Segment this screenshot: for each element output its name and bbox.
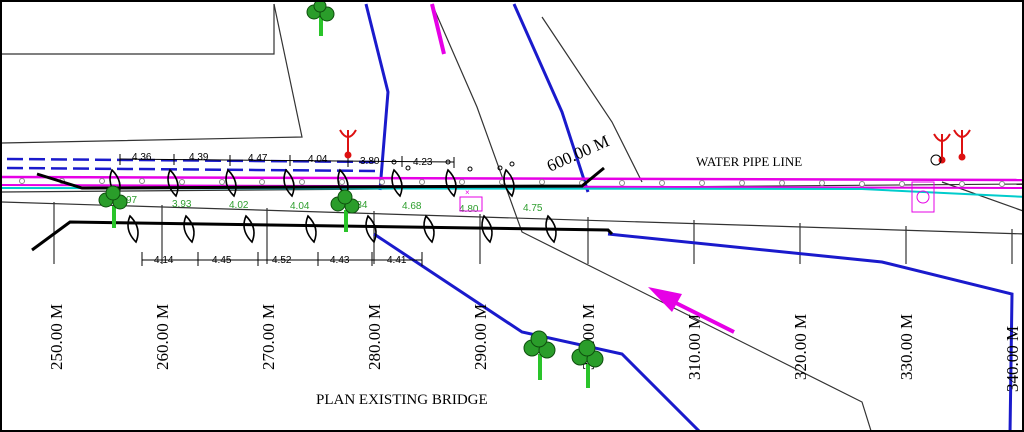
tree-icon bbox=[330, 189, 360, 232]
tree-icon bbox=[571, 339, 604, 388]
lower-span-label: 4.43 bbox=[330, 255, 350, 266]
chainage-label: 330.00 M bbox=[897, 314, 916, 380]
pipe-joint-dots bbox=[19, 178, 1005, 187]
tree-icon bbox=[98, 185, 128, 228]
pier-level-label: 4.75 bbox=[523, 203, 543, 214]
lower-span-labels: 4.14 4.45 4.52 4.43 4.41 bbox=[154, 255, 407, 266]
chainage-label: 250.00 M bbox=[47, 304, 66, 370]
pier-level-label: 4.02 bbox=[229, 200, 249, 211]
water-pipe-label: WATER PIPE LINE bbox=[696, 154, 802, 169]
lower-span-label: 4.41 bbox=[387, 255, 407, 266]
upper-span-label: 4.39 bbox=[189, 152, 209, 163]
chainage-label: 270.00 M bbox=[259, 304, 278, 370]
lower-span-label: 4.14 bbox=[154, 255, 174, 266]
magenta-segment bbox=[430, 3, 446, 55]
pipe-valve-box bbox=[459, 196, 483, 212]
lower-dimension-line bbox=[141, 252, 423, 266]
upper-span-label: 3.80 bbox=[360, 156, 380, 167]
tree-icon bbox=[523, 330, 556, 380]
chainage-label: 280.00 M bbox=[365, 304, 384, 370]
upper-span-label: 4.47 bbox=[248, 153, 268, 164]
pier-level-label: 97 bbox=[126, 195, 138, 206]
meter-symbol bbox=[930, 154, 942, 166]
dashed-utility-lines bbox=[6, 157, 383, 173]
electric-pole-icon bbox=[933, 129, 971, 164]
manhole-cover bbox=[916, 190, 930, 204]
lower-span-label: 4.52 bbox=[272, 255, 292, 266]
pier-level-label: 3.93 bbox=[172, 199, 192, 210]
chainage-label: 320.00 M bbox=[791, 314, 810, 380]
valve-mark: × bbox=[465, 188, 470, 197]
upper-span-label: 4.04 bbox=[308, 154, 328, 165]
upper-span-labels: 4.36 4.39 4.47 4.04 3.80 4.23 bbox=[132, 152, 433, 168]
blue-boundary-lines bbox=[364, 3, 1014, 430]
pier-level-label: 4.80 bbox=[459, 204, 479, 215]
flow-arrow-icon bbox=[648, 287, 735, 334]
lower-span-label: 4.45 bbox=[212, 255, 232, 266]
pier-level-label: 4.04 bbox=[290, 201, 310, 212]
upper-span-label: 4.23 bbox=[413, 157, 433, 168]
chainage-label: 260.00 M bbox=[153, 304, 172, 370]
chainage-label: 310.00 M bbox=[685, 314, 704, 380]
manhole-icon bbox=[911, 181, 935, 213]
drawing-title: PLAN EXISTING BRIDGE bbox=[316, 392, 488, 408]
upper-span-label: 4.36 bbox=[132, 152, 152, 163]
electric-pole-icon bbox=[339, 129, 357, 159]
chainage-label: 290.00 M bbox=[471, 304, 490, 370]
pier-level-label: 4.68 bbox=[402, 201, 422, 212]
bridge-deck bbox=[31, 166, 614, 252]
chainage-label: 340.00 M bbox=[1003, 326, 1022, 392]
tree-icon bbox=[306, 2, 335, 36]
